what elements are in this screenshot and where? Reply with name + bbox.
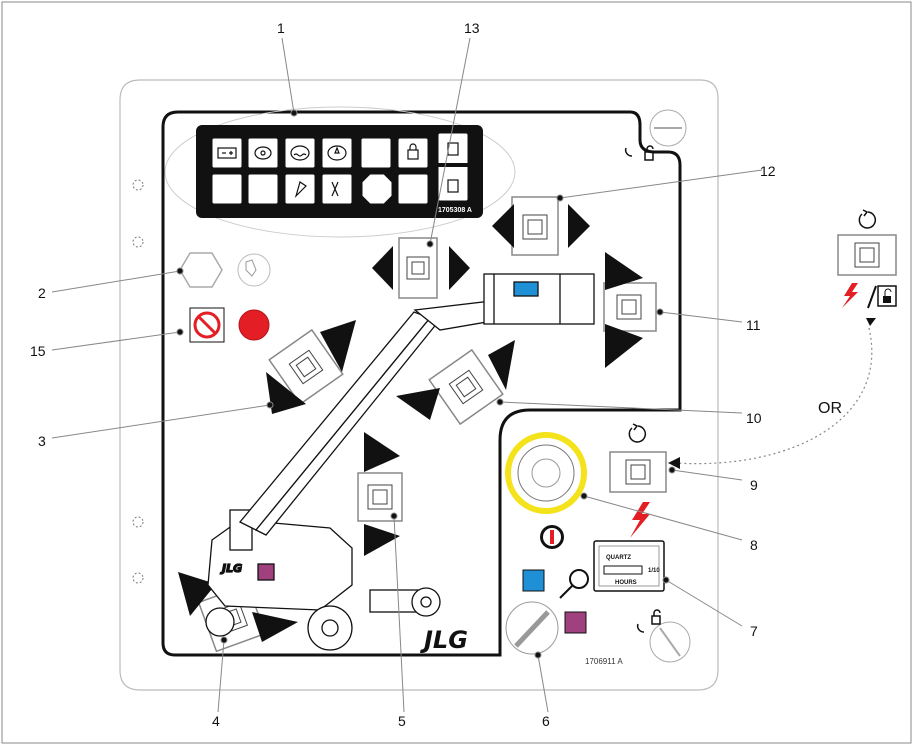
bottom-right-screw <box>650 622 690 662</box>
callout-10: 10 <box>746 410 762 426</box>
callout-11: 11 <box>746 317 761 333</box>
red-status-button[interactable] <box>239 310 269 340</box>
alt-glow-plug-icon <box>842 283 858 308</box>
callout-6: 6 <box>542 713 550 729</box>
purple-button[interactable] <box>565 612 586 633</box>
or-label: OR <box>818 400 842 417</box>
callout-3: 3 <box>38 433 46 449</box>
coolant-temp-icon <box>285 138 315 168</box>
callout-13: 13 <box>464 20 480 36</box>
emergency-stop-button[interactable] <box>508 435 584 511</box>
indicator-plate: 1705308 A <box>165 107 515 237</box>
lock-icon <box>398 138 428 168</box>
start-switch[interactable] <box>610 452 666 492</box>
power-button[interactable] <box>540 525 564 549</box>
callout-5: 5 <box>398 713 406 729</box>
oil-pressure-icon <box>248 138 278 168</box>
hour-meter-tenths: 1/10 <box>648 568 660 574</box>
blank-indicator <box>361 138 391 168</box>
engine-icon <box>362 174 392 204</box>
hour-meter: QUARTZ HOURS 1/10 <box>594 541 664 591</box>
basket-control-box <box>514 282 538 296</box>
indicator-plate-part-no: 1705308 A <box>438 207 472 214</box>
battery-icon <box>212 138 242 168</box>
glow-plug-icon <box>322 174 352 204</box>
alt-unlock-icon <box>878 286 896 306</box>
tilt-alarm-icon <box>285 174 315 204</box>
machine-logo: JLG <box>220 562 242 575</box>
alt-start-switch[interactable] <box>838 235 896 275</box>
callout-15: 15 <box>30 343 46 359</box>
key-switch[interactable] <box>506 602 558 654</box>
callout-4: 4 <box>212 713 220 729</box>
top-right-screw <box>650 110 686 146</box>
panel-logo: JLG <box>420 626 468 654</box>
alt-pointer-arrow <box>866 318 876 326</box>
blank-indicator <box>248 174 278 204</box>
callout-9: 9 <box>750 477 758 493</box>
tilt-warning-label <box>238 254 270 286</box>
alt-start-icon <box>859 210 875 228</box>
callout-8: 8 <box>750 537 758 553</box>
hour-meter-brand: QUARTZ <box>606 555 631 561</box>
alt-slash <box>868 286 876 308</box>
blank-indicator <box>212 174 242 204</box>
callout-2: 2 <box>38 285 46 301</box>
hour-meter-unit: HOURS <box>615 580 637 586</box>
hex-button[interactable] <box>180 253 222 287</box>
callout-1: 1 <box>277 20 285 36</box>
blank-indicator <box>398 174 428 204</box>
callout-12: 12 <box>760 163 776 179</box>
panel-part-no: 1706911 A <box>585 657 623 666</box>
machine-purple-box <box>258 564 274 580</box>
no-smoking-label <box>190 308 224 342</box>
callout-7: 7 <box>750 623 758 639</box>
blue-button[interactable] <box>523 570 544 591</box>
